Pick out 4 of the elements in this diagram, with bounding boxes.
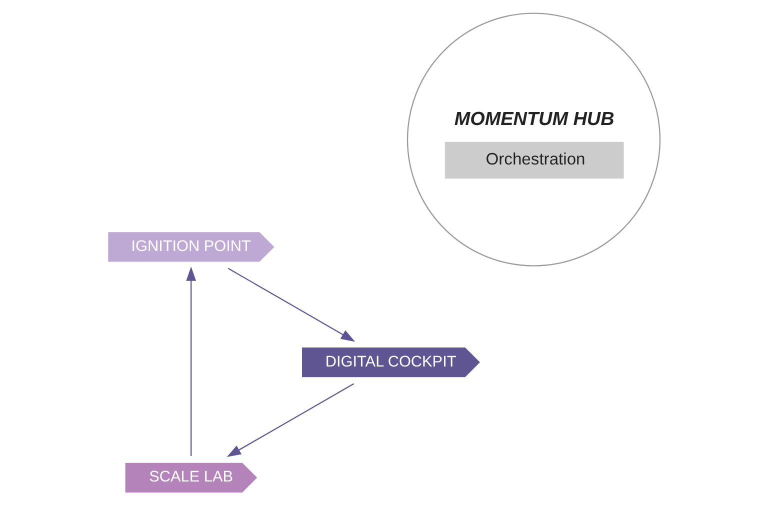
node-circle: MOMENTUM HUB Orchestration	[406, 12, 660, 266]
arrow	[227, 268, 355, 342]
arrow	[186, 266, 196, 456]
arrow	[226, 383, 354, 458]
